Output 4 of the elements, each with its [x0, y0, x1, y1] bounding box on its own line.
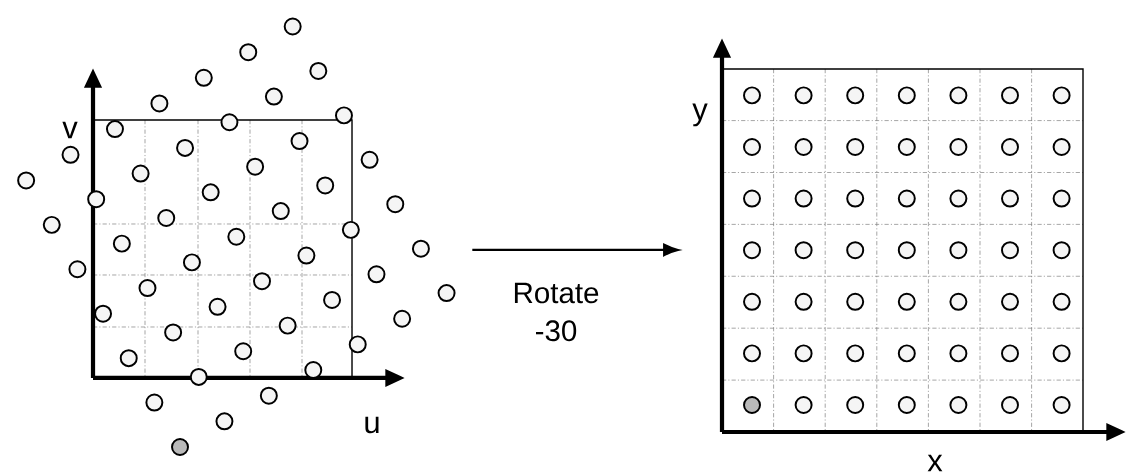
rotated-grid-drawing [17, 17, 456, 456]
axis-label: v [62, 121, 78, 139]
edge-label: Rotate -30 [514, 282, 599, 342]
axis-label: u [365, 416, 379, 434]
